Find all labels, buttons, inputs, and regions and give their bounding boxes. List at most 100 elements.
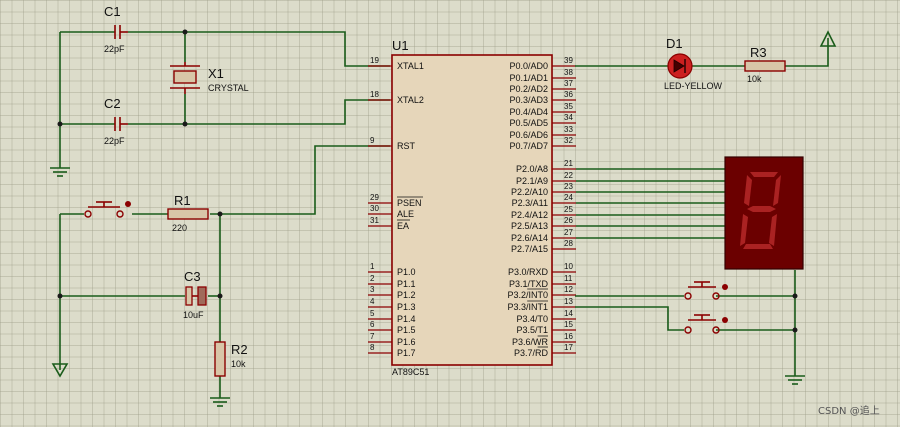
crystal-x1[interactable]: X1 CRYSTAL — [170, 62, 249, 94]
pin-number: 2 — [370, 274, 375, 283]
pin-number: 15 — [564, 320, 573, 329]
x1-value-label: CRYSTAL — [208, 83, 249, 93]
pin-number: 7 — [370, 332, 375, 341]
pin-label: P0.7/AD7 — [509, 141, 548, 151]
pin-number: 9 — [370, 136, 375, 145]
pin-number: 24 — [564, 193, 573, 202]
pin-label: P2.7/A15 — [511, 244, 548, 254]
u1-pin-2[interactable]: 2P1.1 — [368, 274, 416, 289]
microcontroller-u1[interactable]: U1 AT89C51 — [391, 38, 553, 377]
u1-pin-3[interactable]: 3P1.2 — [368, 285, 416, 300]
u1-pin-4[interactable]: 4P1.3 — [368, 297, 416, 312]
capacitor-c2[interactable]: C2 22pF — [104, 96, 128, 146]
u1-pin-6[interactable]: 6P1.5 — [368, 320, 416, 335]
pin-label: P0.0/AD0 — [509, 61, 548, 71]
r2-ref-label: R2 — [231, 342, 248, 357]
pin-label: P1.7 — [397, 348, 416, 358]
d1-ref-label: D1 — [666, 36, 683, 51]
pin-label: P1.6 — [397, 337, 416, 347]
u1-pin-7[interactable]: 7P1.6 — [368, 332, 416, 347]
pin-number: 18 — [370, 90, 379, 99]
x1-ref-label: X1 — [208, 66, 224, 81]
pin-number: 23 — [564, 182, 573, 191]
resistor-r1[interactable]: R1 220 — [167, 193, 209, 233]
capacitor-c1[interactable]: C1 22pF — [104, 4, 128, 54]
pin-label: P1.1 — [397, 279, 416, 289]
reset-wiring — [57, 145, 390, 398]
pin-number: 33 — [564, 125, 573, 134]
pin-label: P0.1/AD1 — [509, 73, 548, 83]
r1-ref-label: R1 — [174, 193, 191, 208]
pin-number: 13 — [564, 297, 573, 306]
ground-symbol-r2 — [210, 397, 230, 407]
resistor-r3[interactable]: R3 10k — [744, 45, 786, 84]
int0-pushbutton[interactable] — [684, 281, 728, 300]
pin-number: 36 — [564, 90, 573, 99]
u1-pin-8[interactable]: 8P1.7 — [368, 343, 416, 358]
int-wiring — [575, 270, 798, 376]
r1-value-label: 220 — [172, 223, 187, 233]
led-wiring — [575, 30, 837, 67]
pin-number: 39 — [564, 56, 573, 65]
pin-label: P0.6/AD6 — [509, 130, 548, 140]
c1-ref-label: C1 — [104, 4, 121, 19]
c1-value-label: 22pF — [104, 44, 125, 54]
pin-number: 32 — [564, 136, 573, 145]
pin-number: 35 — [564, 102, 573, 111]
resistor-r2[interactable]: R2 10k — [214, 341, 248, 377]
pin-label: P3.0/RXD — [508, 267, 549, 277]
pin-label: P3.6/WR — [512, 337, 549, 347]
r2-value-label: 10k — [231, 359, 246, 369]
segment-bus-wiring — [576, 168, 725, 239]
u1-pin-5[interactable]: 5P1.4 — [368, 309, 416, 324]
pin-number: 11 — [564, 274, 573, 283]
led-d1[interactable]: D1 LED-YELLOW — [664, 36, 723, 91]
seven-segment-display[interactable] — [724, 156, 804, 270]
u1-pin-1[interactable]: 1P1.0 — [368, 262, 416, 277]
pin-label: P0.4/AD4 — [509, 107, 548, 117]
pin-label: XTAL1 — [397, 61, 424, 71]
int1-pushbutton[interactable] — [684, 314, 728, 334]
watermark-text: CSDN @追上 — [818, 404, 880, 417]
reset-pushbutton[interactable] — [84, 201, 131, 218]
capacitor-c3[interactable]: C3 10uF — [183, 269, 207, 320]
pin-number: 12 — [564, 285, 573, 294]
pin-number: 17 — [564, 343, 573, 352]
pin-number: 27 — [564, 228, 573, 237]
pin-number: 10 — [564, 262, 573, 271]
pin-number: 29 — [370, 193, 379, 202]
